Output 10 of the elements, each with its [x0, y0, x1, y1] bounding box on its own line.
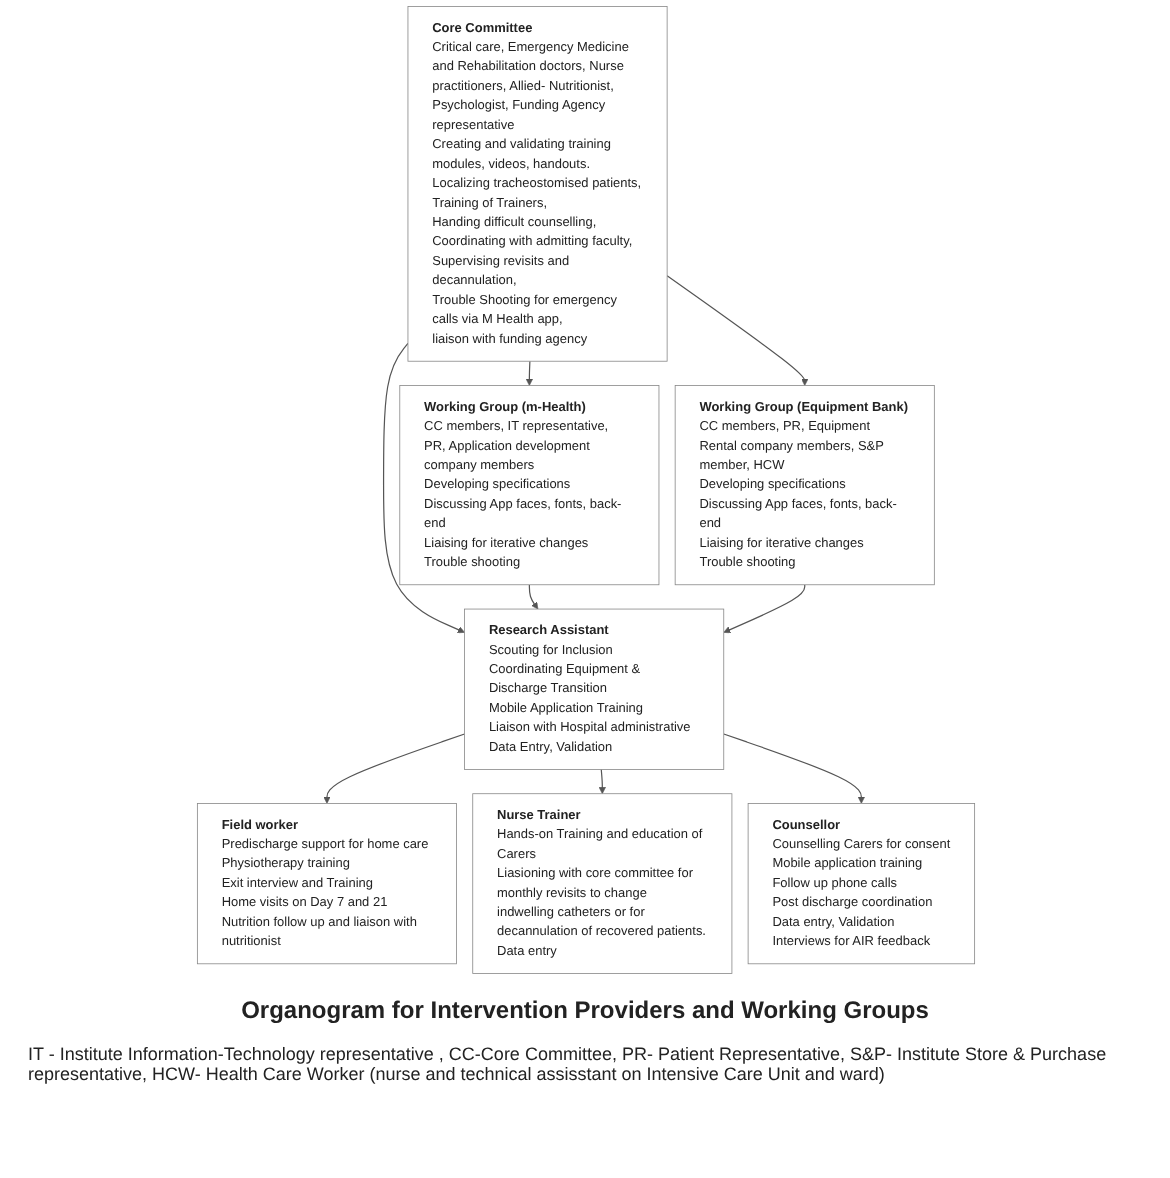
arrow	[597, 768, 605, 795]
arrow	[382, 342, 464, 634]
arrow	[722, 733, 864, 804]
abbreviation-note: IT - Institute Information-Technology representative , CC-Core Committee, PR- Patient Representative, S&P- Institute Store & Purchase representative, HCW- Health Care Worker (nurse and technical assisstant on Intensive Care Unit and ward)	[28, 1044, 1109, 1084]
arrow	[722, 584, 805, 634]
arrow	[665, 275, 808, 386]
arrow	[527, 584, 538, 610]
figure-caption: Organogram for Intervention Providers and Working Groups	[241, 996, 929, 1024]
arrow	[524, 360, 532, 386]
arrow	[322, 733, 465, 804]
